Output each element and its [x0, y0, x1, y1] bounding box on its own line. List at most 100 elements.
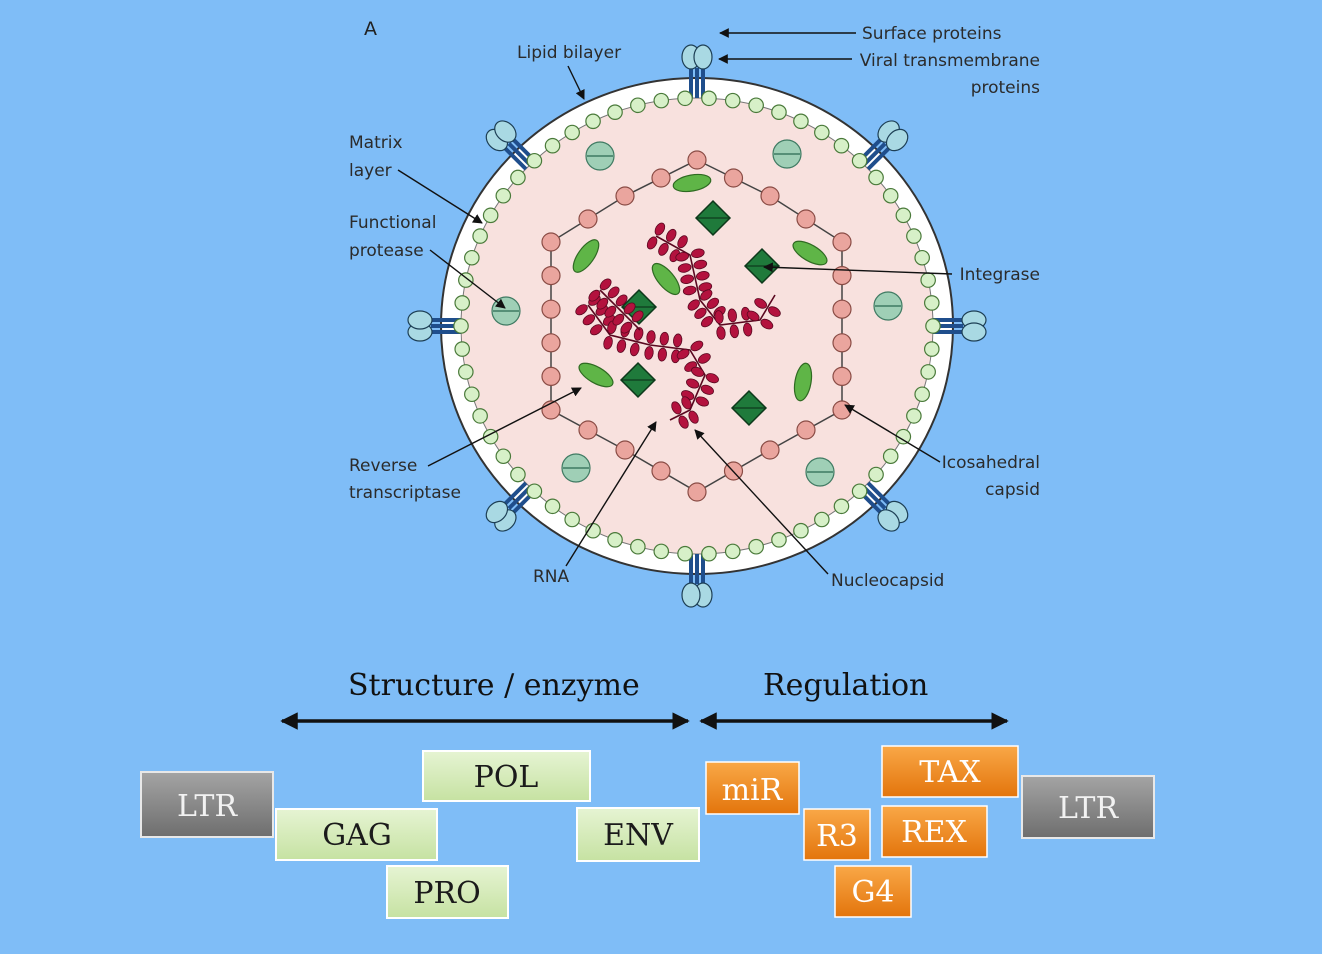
arrow-matrix-layer — [397, 169, 483, 224]
matrix-bead — [510, 466, 526, 483]
matrix-bead — [851, 483, 868, 500]
rna-nucleotide — [665, 228, 677, 242]
label-rna: RNA — [533, 567, 570, 587]
rna-nucleotide — [673, 333, 683, 348]
matrix-bead — [748, 538, 764, 555]
matrix-bead — [458, 364, 474, 380]
matrix-bead — [724, 543, 741, 560]
rna-nucleotide — [657, 347, 667, 362]
arrow-reverse-transcriptase — [427, 387, 582, 467]
rna-nucleotide — [646, 236, 658, 250]
gene-g4-label: G4 — [851, 875, 894, 910]
spike-stem — [507, 142, 532, 167]
gene-gag: GAG — [275, 808, 438, 861]
matrix-bead — [453, 318, 469, 334]
rna-nucleotide — [746, 310, 760, 322]
rna-nucleotide — [612, 313, 625, 326]
rna-nucleotide — [727, 308, 737, 323]
matrix-bead — [464, 386, 480, 403]
gene-mir: miR — [705, 761, 800, 815]
regulation-header: Regulation — [763, 668, 928, 703]
rna-strands — [575, 222, 781, 429]
reverse-transcriptase — [578, 362, 614, 388]
label-matrix-2: layer — [349, 161, 392, 181]
reverse-transcriptase — [651, 262, 681, 296]
rna-nucleotide — [675, 251, 690, 262]
virion-labels: Surface proteins Viral transmembrane pro… — [349, 24, 1040, 591]
capsid-bead — [541, 299, 561, 319]
matrix-bead — [920, 364, 936, 380]
matrix-bead — [464, 249, 480, 266]
rna-nucleotide — [690, 248, 705, 259]
gene-mir-label: miR — [722, 773, 784, 808]
gene-ltr-right-label: LTR — [1058, 791, 1119, 826]
matrix-bead — [677, 545, 693, 562]
matrix-bead — [833, 498, 850, 515]
matrix-bead — [748, 97, 764, 114]
matrix-bead — [914, 249, 930, 266]
spike-head — [485, 500, 509, 524]
rna-nucleotide — [706, 297, 720, 309]
spike-stem — [503, 481, 528, 506]
matrix-bead — [895, 207, 912, 224]
protease — [772, 139, 802, 169]
gene-env: ENV — [576, 807, 700, 862]
rna-backbone — [587, 304, 706, 421]
rna-nucleotide — [690, 340, 704, 352]
rna-nucleotide — [616, 339, 627, 353]
label-viral-transmembrane-1: Viral transmembrane — [860, 51, 1040, 71]
rna-nucleotide — [604, 305, 617, 318]
structure-enzyme-header: Structure / enzyme — [348, 668, 640, 703]
gene-tax: TAX — [881, 745, 1019, 798]
gene-rex-label: REX — [901, 815, 967, 850]
rna-nucleotide — [658, 242, 669, 256]
reverse-transcriptase — [672, 173, 712, 193]
capsid-bead — [723, 168, 744, 188]
rna-nucleotide — [676, 348, 690, 360]
rna-nucleotide — [695, 271, 710, 281]
spike-stem — [695, 68, 699, 98]
matrix-bead — [868, 466, 884, 483]
capsid-bead — [578, 420, 598, 440]
spike-head — [877, 509, 900, 532]
gene-r3-label: R3 — [816, 819, 858, 854]
matrix-bead — [677, 90, 693, 107]
matrix-bead — [925, 318, 941, 334]
arrow-rna — [565, 421, 657, 567]
capsid-bead — [541, 333, 561, 353]
rna-backbone — [599, 289, 641, 331]
rna-nucleotide — [687, 299, 700, 311]
matrix-bead — [814, 124, 830, 141]
virion — [407, 44, 987, 608]
rna-nucleotide — [705, 373, 719, 384]
rna-nucleotide — [582, 314, 596, 326]
surface-spike — [933, 310, 987, 342]
capsid-bead — [832, 400, 852, 420]
rna-nucleotide — [716, 326, 726, 340]
spike-stem — [866, 481, 891, 506]
rna-nucleotide — [615, 294, 628, 307]
spike-stem — [695, 554, 699, 584]
gene-ltr-right: LTR — [1021, 775, 1155, 839]
arrow-protease — [429, 249, 506, 309]
integrase-diagonal — [621, 379, 655, 381]
capsid-bead — [615, 186, 635, 206]
integrase-molecules — [619, 199, 781, 427]
capsid-bead — [651, 461, 671, 481]
matrix-bead — [868, 169, 884, 186]
rna-nucleotide — [700, 384, 714, 395]
integrase-diagonal — [732, 407, 766, 409]
rna-backbone — [655, 235, 776, 326]
matrix-bead — [906, 408, 922, 424]
rna-nucleotide — [596, 297, 609, 310]
matrix-bead — [544, 137, 561, 154]
matrix-bead — [814, 511, 830, 528]
spike-head — [961, 322, 987, 342]
protease — [491, 296, 521, 326]
matrix-bead — [630, 538, 646, 555]
matrix-bead — [793, 113, 809, 130]
spike-head — [681, 582, 701, 608]
matrix-bead — [882, 187, 899, 204]
integrase — [730, 389, 768, 427]
matrix-bead — [923, 341, 940, 357]
